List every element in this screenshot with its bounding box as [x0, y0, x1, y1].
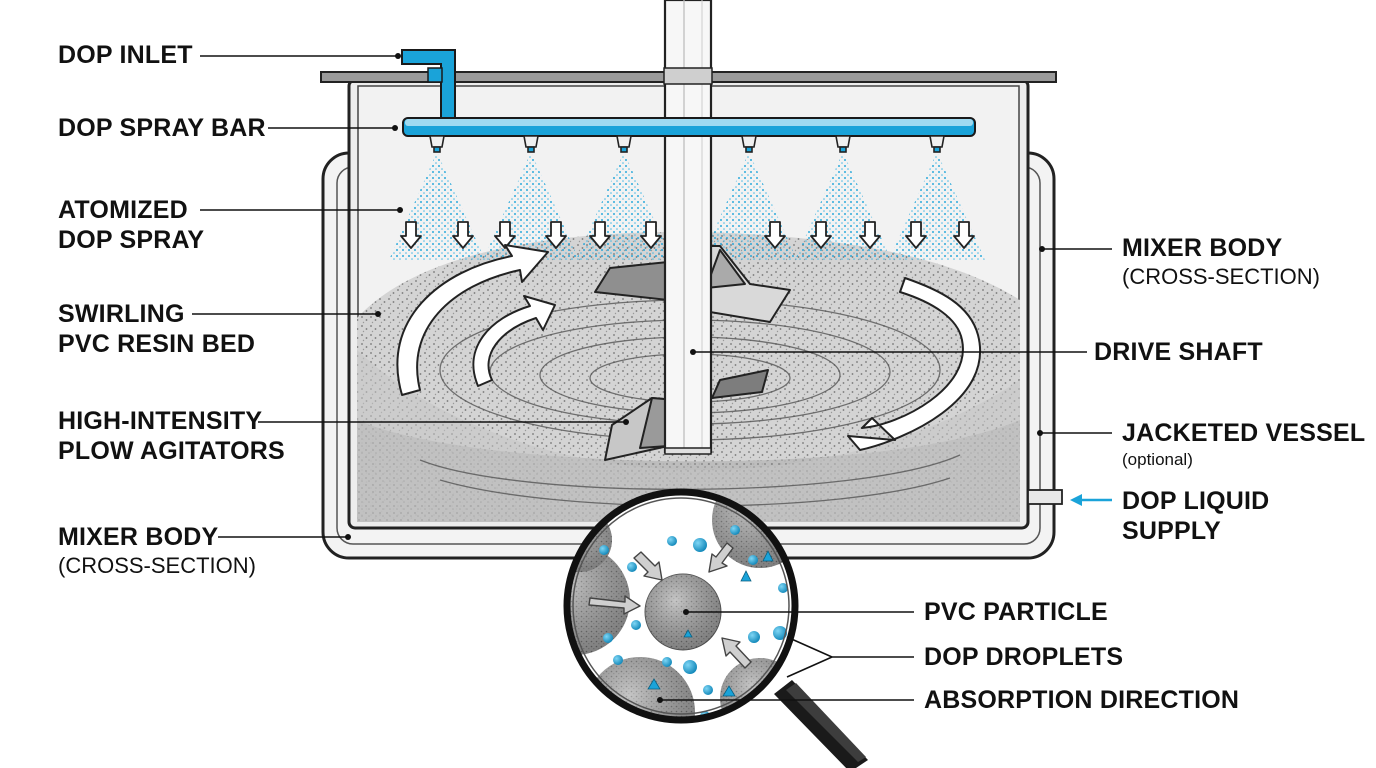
absorption-arrows — [588, 542, 752, 669]
label-dop-spray-bar-text: DOP SPRAY BAR — [58, 114, 266, 142]
label-supply-line1: DOP LIQUID — [1122, 487, 1270, 515]
leader-lines — [192, 55, 1112, 701]
label-plow-agitators: HIGH-INTENSITY PLOW AGITATORS — [58, 406, 285, 466]
dop-supply-stub — [1027, 489, 1063, 505]
label-dop-droplets-text: DOP DROPLETS — [924, 643, 1124, 671]
label-mixer-body-right-line1: MIXER BODY — [1122, 234, 1283, 262]
label-pvc-particle-text: PVC PARTICLE — [924, 598, 1108, 626]
label-swirling-line2: PVC RESIN BED — [58, 330, 256, 358]
label-supply-line2: SUPPLY — [1122, 517, 1221, 545]
label-absorption-direction: ABSORPTION DIRECTION — [924, 685, 1239, 715]
dop-droplets — [599, 525, 788, 720]
label-jacketed-vessel: JACKETED VESSEL (optional) — [1122, 418, 1365, 472]
label-swirling-line1: SWIRLING — [58, 300, 185, 328]
label-mixer-body-left-line1: MIXER BODY — [58, 523, 219, 551]
supply-arrow-icon — [1070, 494, 1112, 506]
label-pvc-particle: PVC PARTICLE — [924, 597, 1108, 627]
label-jacketed-line2: (optional) — [1122, 450, 1193, 469]
label-dop-spray-bar: DOP SPRAY BAR — [58, 113, 266, 143]
magnifying-glass-icon — [774, 680, 868, 768]
label-atomized-line2: DOP SPRAY — [58, 226, 205, 254]
leader-dots — [345, 53, 1045, 703]
label-mixer-body-left: MIXER BODY (CROSS-SECTION) — [58, 522, 256, 580]
label-mixer-body-right: MIXER BODY (CROSS-SECTION) — [1122, 233, 1320, 291]
label-dop-inlet: DOP INLET — [58, 40, 193, 70]
spray-nozzle-icon — [429, 135, 945, 153]
label-plow-line2: PLOW AGITATORS — [58, 437, 285, 465]
label-absorption-text: ABSORPTION DIRECTION — [924, 686, 1240, 714]
dop-spray-bar — [402, 117, 976, 137]
label-atomized-line1: ATOMIZED — [58, 196, 188, 224]
label-jacketed-line1: JACKETED VESSEL — [1122, 419, 1366, 447]
label-mixer-body-left-line2: (CROSS-SECTION) — [58, 553, 256, 578]
label-dop-inlet-text: DOP INLET — [58, 41, 193, 69]
label-mixer-body-right-line2: (CROSS-SECTION) — [1122, 264, 1320, 289]
label-dop-liquid-supply: DOP LIQUID SUPPLY — [1122, 486, 1269, 546]
flow-arrow-icon — [396, 244, 982, 451]
label-dop-droplets: DOP DROPLETS — [924, 642, 1123, 672]
label-atomized-spray: ATOMIZED DOP SPRAY — [58, 195, 204, 255]
label-drive-shaft-text: DRIVE SHAFT — [1094, 338, 1263, 366]
label-drive-shaft: DRIVE SHAFT — [1094, 337, 1263, 367]
label-plow-line1: HIGH-INTENSITY — [58, 407, 263, 435]
label-swirling-resin: SWIRLING PVC RESIN BED — [58, 299, 255, 359]
